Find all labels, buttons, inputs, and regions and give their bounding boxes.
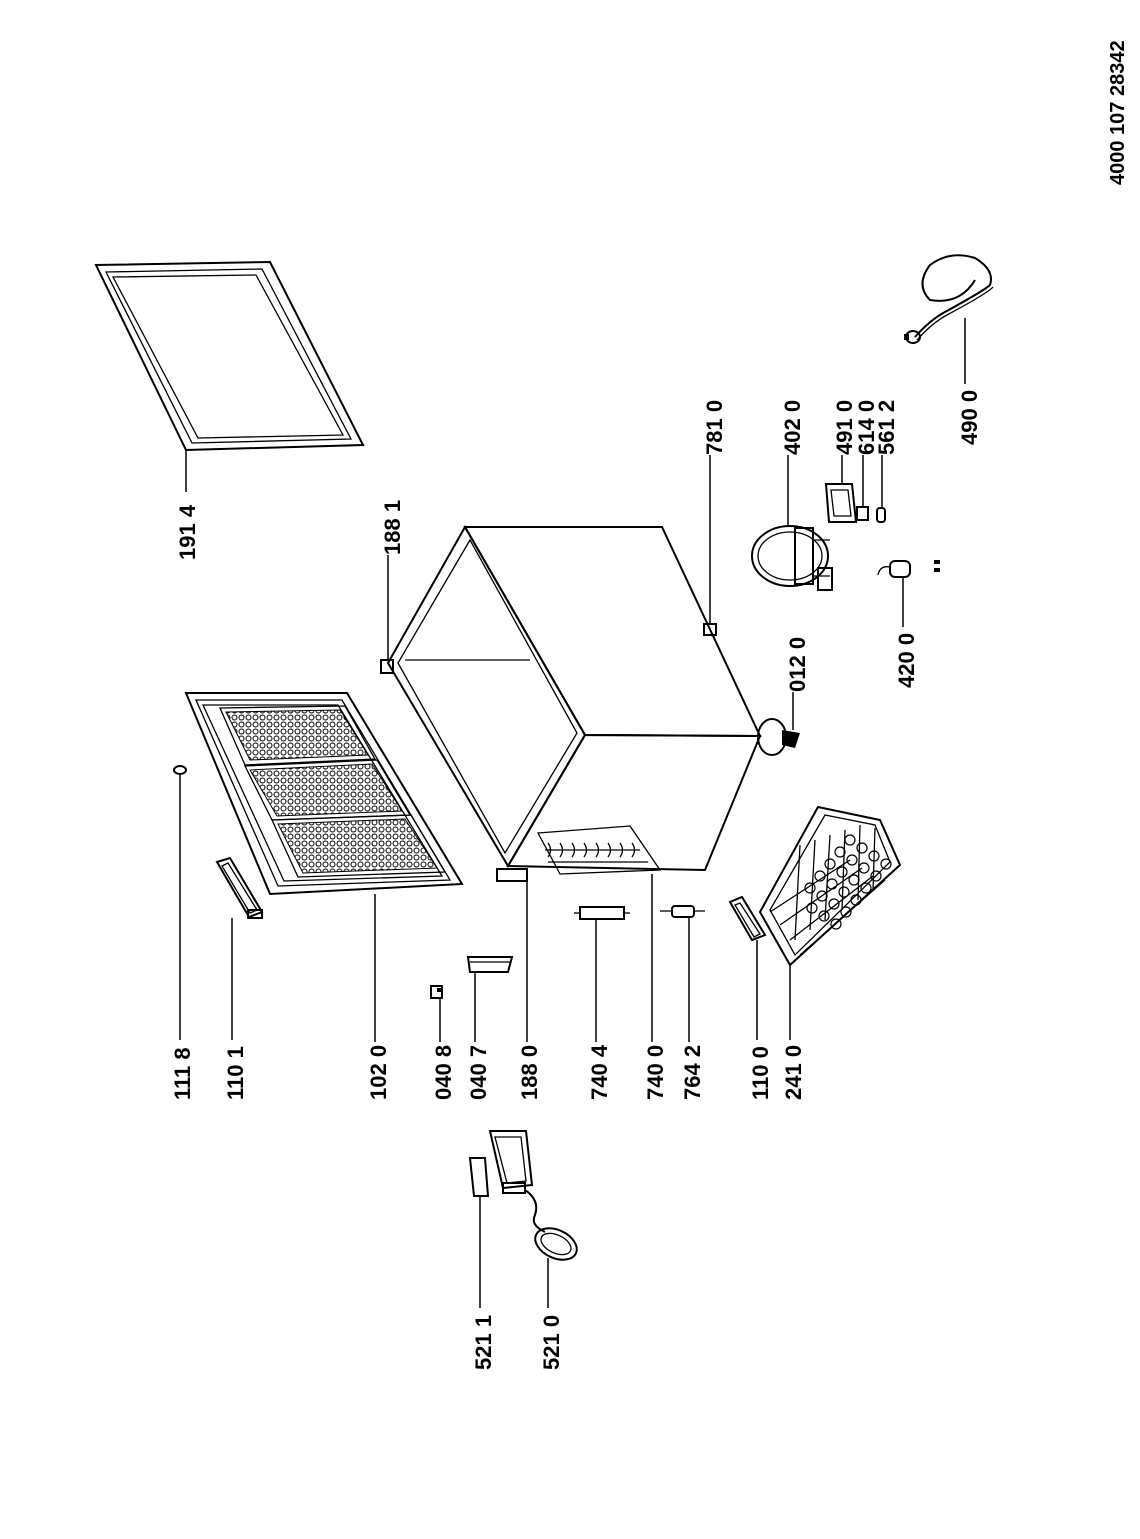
document-number: 4000 107 28342 (1107, 40, 1129, 185)
label-040-8: 040 8 (431, 1045, 456, 1100)
foot-part (757, 718, 800, 756)
lid-gasket-part (94, 260, 365, 452)
label-781-0: 781 0 (702, 400, 727, 455)
label-188-1: 188 1 (380, 500, 405, 555)
plug-part (173, 765, 187, 775)
clip-part (876, 507, 886, 523)
label-188-0: 188 0 (517, 1045, 542, 1100)
label-241-0: 241 0 (781, 1045, 806, 1100)
hinge-bracket-lower (496, 868, 528, 882)
thermostat-label-part (468, 1157, 490, 1197)
label-111-8: 111 8 (170, 1047, 195, 1100)
relay-box-part (824, 483, 858, 523)
label-764-2: 764 2 (680, 1045, 705, 1100)
power-cord-part (904, 254, 994, 344)
cabinet-body-part (386, 524, 762, 872)
drier-filter-part (660, 905, 705, 918)
label-110-0: 110 0 (748, 1046, 773, 1100)
label-521-0: 521 0 (539, 1315, 564, 1370)
label-491-0: 491 0 (832, 400, 857, 455)
handle-lower-part (728, 895, 767, 942)
label-490-0: 490 0 (957, 390, 982, 445)
label-040-7: 040 7 (466, 1045, 491, 1100)
handle-upper-part (215, 856, 264, 919)
label-110-1: 110 1 (223, 1046, 248, 1100)
label-561-2: 561 2 (874, 400, 899, 455)
perforated-panel-2 (243, 759, 412, 821)
label-012-0: 012 0 (785, 637, 810, 692)
perforated-panel-3 (271, 814, 447, 878)
hinge-bracket-upper (380, 659, 394, 674)
basket-part (758, 805, 902, 967)
label-614-0: 614 0 (854, 400, 879, 455)
cover-part (466, 956, 514, 973)
thermostat-bulb-part (534, 1227, 578, 1261)
condenser-part (536, 825, 662, 875)
compressor-part (751, 525, 833, 591)
label-740-4: 740 4 (587, 1044, 612, 1100)
small-relay-part (856, 506, 869, 521)
thermostat-part (488, 1130, 546, 1233)
screw-part-1 (934, 560, 940, 564)
label-102-0: 102 0 (366, 1045, 391, 1100)
label-402-0: 402 0 (780, 400, 805, 455)
label-420-0: 420 0 (894, 633, 919, 688)
label-521-1: 521 1 (471, 1315, 496, 1370)
label-191-4: 191 4 (175, 504, 200, 560)
capacitor-part (877, 560, 911, 578)
lid-part (184, 692, 464, 896)
perforated-panel-1 (219, 705, 377, 766)
small-clip-part (430, 985, 443, 999)
screw-part-2 (934, 568, 940, 572)
label-740-0: 740 0 (643, 1045, 668, 1100)
bracket-part (574, 906, 630, 920)
